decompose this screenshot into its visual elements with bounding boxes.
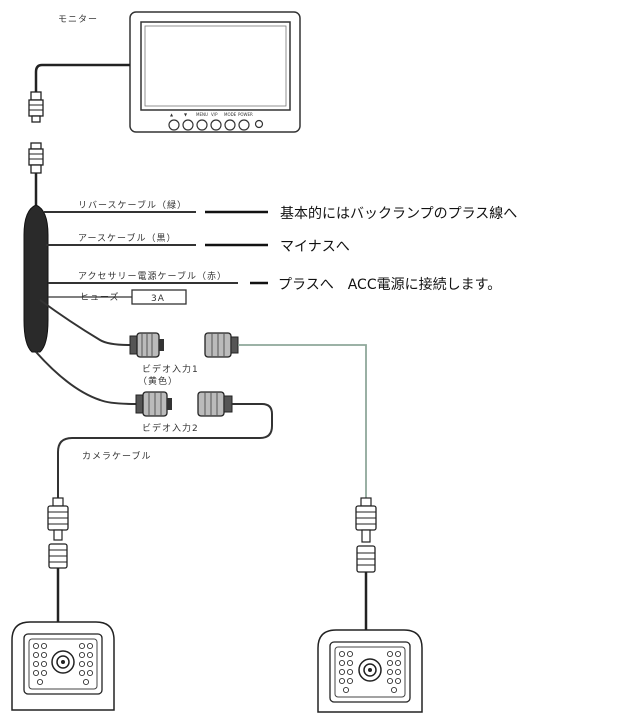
video-2-connector (135, 391, 172, 417)
fuse-value: 3A (151, 294, 165, 304)
camera-1-connector (355, 497, 377, 573)
video-1-label: ビデオ入力1 (142, 363, 199, 375)
fuse-label: ヒューズ (80, 291, 120, 303)
monitor-button-label: POWER (238, 112, 253, 117)
camera-2-cable (57, 403, 273, 500)
video-1-wire (39, 299, 131, 346)
monitor-button-label: ▲ (170, 112, 174, 117)
video-1-connector (129, 332, 164, 358)
monitor-button-label: V/P (211, 112, 218, 117)
reverse-cable-label: リバースケーブル（緑） (78, 199, 187, 211)
video-2-camera-connector (197, 391, 233, 417)
video-2-wire (35, 351, 137, 405)
accessory-note: プラスへ ACC電源に接続します。 (278, 276, 501, 293)
camera-2-connector (47, 497, 69, 569)
monitor: ▲ ▼ MENU V/P MODE POWER (129, 11, 301, 133)
monitor-button-label: MENU (196, 112, 208, 117)
fuse-box (131, 289, 187, 305)
video-1-camera-connector (204, 332, 239, 358)
camera-right (317, 629, 423, 713)
monitor-button-label: MODE (224, 112, 237, 117)
camera-cable-label: カメラケーブル (82, 450, 151, 462)
harness-body (23, 204, 49, 353)
video-1-color-label: （黄色） (138, 375, 178, 387)
monitor-connector (28, 91, 44, 174)
camera-left (11, 621, 115, 711)
accessory-cable-label: アクセサリー電源ケーブル（赤） (78, 270, 227, 282)
camera-1-cable (238, 344, 367, 500)
monitor-button-label: ▼ (184, 112, 188, 117)
monitor-buttons (168, 119, 264, 131)
monitor-cable (34, 63, 130, 92)
ground-cable-label: アースケーブル（黒） (78, 232, 176, 244)
ground-note: マイナスへ (280, 239, 350, 255)
monitor-label: モニター (58, 14, 98, 25)
video-2-label: ビデオ入力2 (142, 422, 199, 434)
reverse-note: 基本的にはバックランプのプラス線へ (280, 205, 517, 222)
